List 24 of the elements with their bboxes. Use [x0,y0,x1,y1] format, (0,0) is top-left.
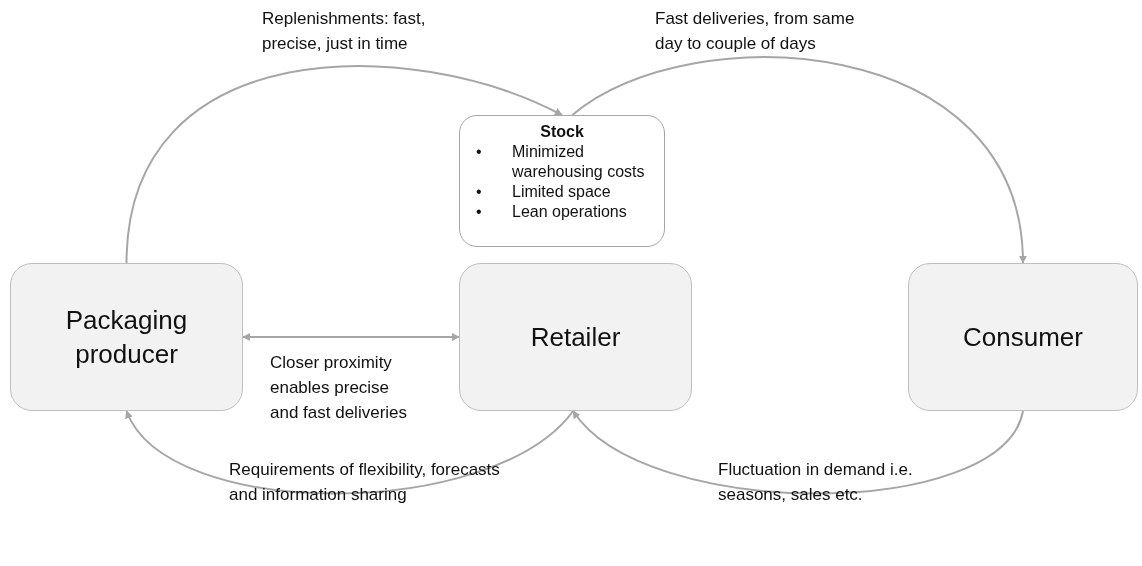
box-label: Consumer [963,321,1083,354]
bullet-item: Limited space [512,182,611,202]
box-heading: Stock [539,122,585,142]
edge-label: Closer proximity enables precise and fast deliveries [270,352,409,424]
bullet-mark: • [475,202,483,222]
bullet-item: Lean operations [512,202,627,222]
curved-arrow [242,333,460,341]
edge-label: Requirements of flexibility, forecasts and information sharing [229,459,501,506]
curved-arrow [572,410,1024,495]
process-box [908,263,1138,411]
curved-arrow [571,56,1027,264]
curved-arrow [125,65,563,264]
edge-label: Fluctuation in demand i.e. seasons, sales etc. [718,459,914,506]
box-label: Retailer [530,321,621,354]
edge-label: Replenishments: fast, precise, just in time [262,8,427,55]
process-box [459,263,692,411]
bullet-mark: • [475,142,483,162]
stock-box [459,115,665,247]
bullet-item: Minimized warehousing costs [512,142,646,182]
box-label: Packaging producer [64,304,189,371]
process-box [10,263,243,411]
bullet-mark: • [475,182,483,202]
curved-arrow [125,410,575,495]
edge-label: Fast deliveries, from same day to couple of days [655,8,856,55]
